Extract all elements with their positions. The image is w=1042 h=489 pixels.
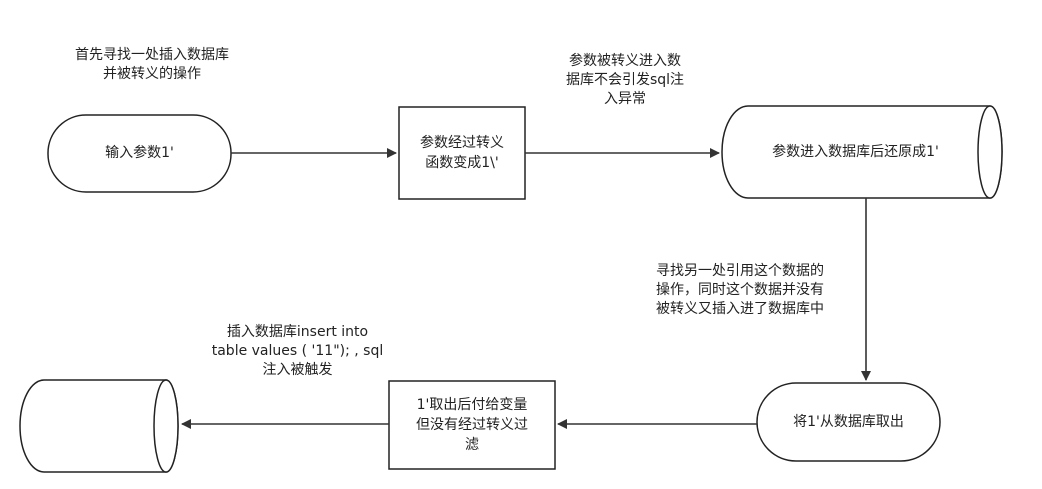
db-final-node [19, 379, 179, 473]
note-top-right-line-1: 参数被转义进入数 [569, 53, 681, 69]
fetch-from-db-node [756, 382, 941, 462]
assign-var-line-3: 滤 [465, 437, 479, 453]
db-restore-label: 参数进入数据库后还原成1' [772, 144, 939, 160]
escape-function-line-2: 函数变成1\' [425, 155, 499, 171]
note-top-right-line-3: 入异常 [604, 91, 646, 107]
assign-var-line-2: 但没有经过转义过 [416, 417, 528, 433]
escape-function-node [398, 106, 526, 200]
note-bottom-left-line-1: 插入数据库insert into [226, 324, 369, 340]
note-bottom-left-line-2: table values ( '11"); , sql [211, 343, 384, 359]
note-bottom-left: 插入数据库insert into table values ( '11"); ,… [175, 323, 420, 380]
note-middle-right-line-2: 操作，同时这个数据并没有 [656, 282, 824, 298]
note-middle-right-line-1: 寻找另一处引用这个数据的 [656, 263, 824, 279]
assign-var-node [388, 380, 556, 470]
note-top-right: 参数被转义进入数 据库不会引发sql注 入异常 [535, 52, 715, 109]
note-middle-right-line-3: 被转义又插入进了数据库中 [656, 301, 824, 317]
escape-function-line-1: 参数经过转义 [420, 135, 504, 151]
note-bottom-left-line-3: 注入被触发 [262, 362, 333, 378]
assign-var-line-1: 1'取出后付给变量 [416, 397, 528, 413]
fetch-from-db-label: 将1'从数据库取出 [793, 414, 904, 430]
note-top-left-line-1: 首先寻找一处插入数据库 [75, 47, 229, 63]
note-middle-right: 寻找另一处引用这个数据的 操作，同时这个数据并没有 被转义又插入进了数据库中 [630, 262, 850, 319]
note-top-left-line-2: 并被转义的操作 [103, 66, 201, 82]
note-top-right-line-2: 据库不会引发sql注 [565, 72, 685, 88]
escape-function-label: 参数经过转义 函数变成1\' [399, 133, 525, 173]
assign-var-label: 1'取出后付给变量 但没有经过转义过 滤 [389, 395, 555, 455]
input-param-label: 输入参数1' [105, 145, 174, 161]
note-top-left: 首先寻找一处插入数据库 并被转义的操作 [52, 46, 252, 84]
db-restore-node [721, 105, 1003, 199]
